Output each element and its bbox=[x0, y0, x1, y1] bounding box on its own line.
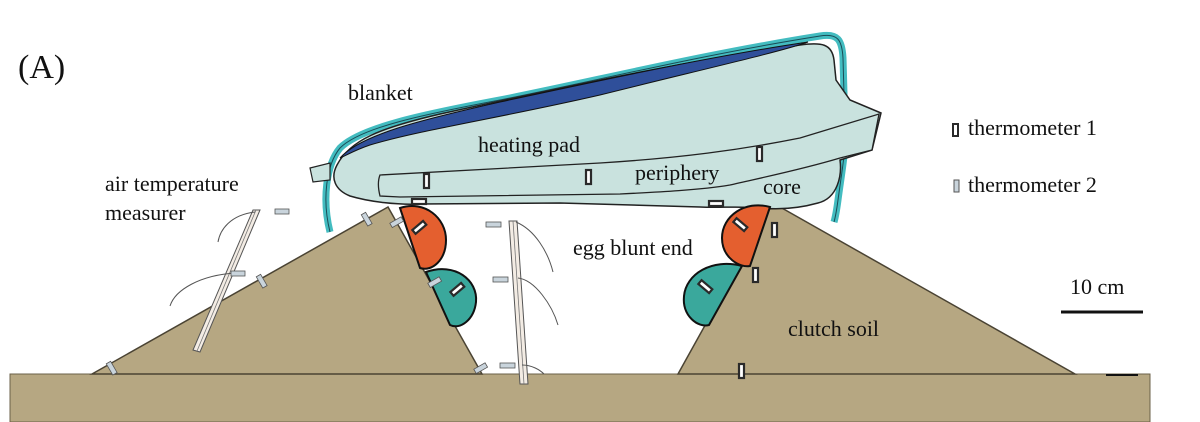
label-measurer: measurer bbox=[105, 200, 186, 225]
thermometer-1-icon bbox=[952, 123, 959, 137]
pad-left-flap bbox=[309, 162, 331, 183]
label-core: core bbox=[763, 174, 801, 199]
label-air-temperature: air temperature bbox=[105, 171, 239, 196]
label-clutch-soil: clutch soil bbox=[788, 316, 879, 341]
label-blanket: blanket bbox=[348, 80, 413, 105]
panel-label: (A) bbox=[18, 49, 65, 86]
ground-soil bbox=[9, 373, 1151, 422]
thermometer-2-icon bbox=[953, 179, 960, 193]
legend-thermometer-1: thermometer 1 bbox=[968, 115, 1097, 140]
scale-bar-label: 10 cm bbox=[1070, 274, 1124, 299]
label-periphery: periphery bbox=[635, 160, 719, 185]
label-heating-pad: heating pad bbox=[478, 132, 580, 157]
air-temperature-measurer-middle bbox=[485, 220, 559, 385]
label-egg-blunt-end: egg blunt end bbox=[573, 235, 693, 260]
periphery-sleeve bbox=[377, 113, 880, 198]
thermometer-1-markers bbox=[410, 145, 779, 380]
egg-teal-right bbox=[682, 262, 744, 327]
thermometer-2-markers bbox=[105, 211, 489, 376]
egg-orange-left bbox=[398, 205, 448, 270]
blanket-inner-layer bbox=[339, 41, 809, 159]
legend-thermometer-2: thermometer 2 bbox=[968, 172, 1097, 197]
egg-teal-left bbox=[424, 268, 478, 328]
air-temperature-measurer-left bbox=[169, 208, 290, 353]
